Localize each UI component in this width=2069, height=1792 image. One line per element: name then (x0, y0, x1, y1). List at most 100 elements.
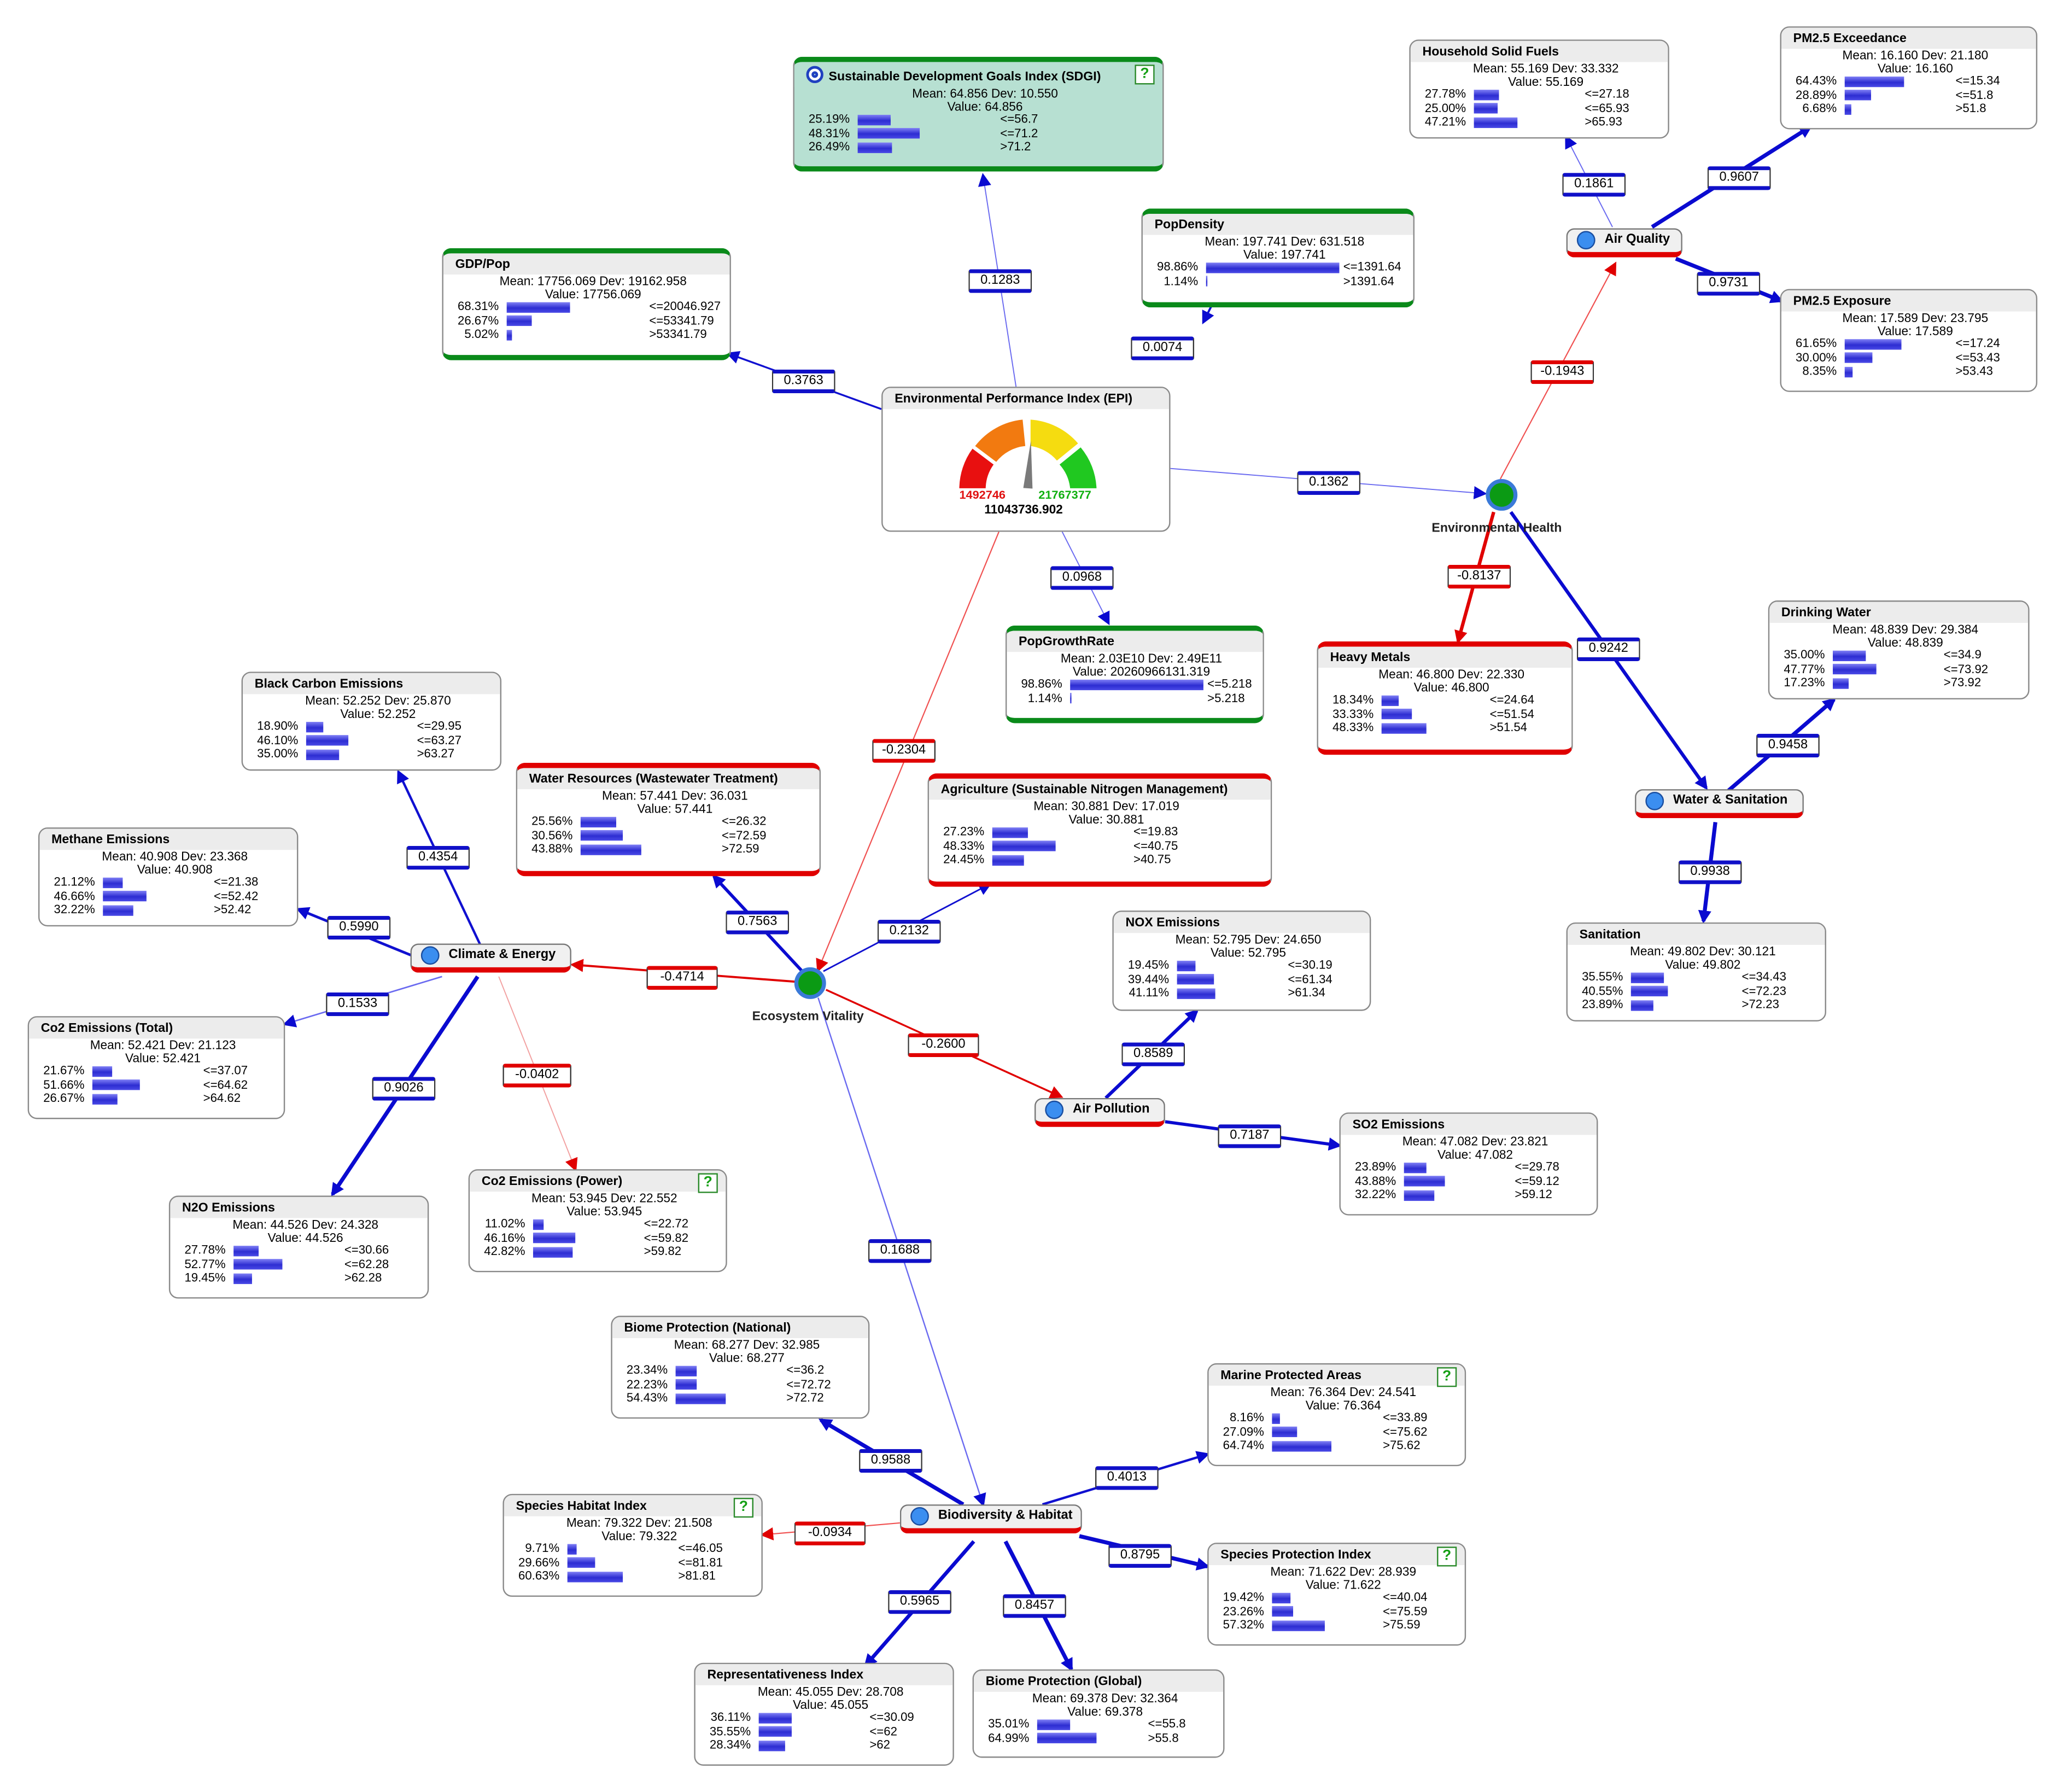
bin-row: 27.09%<=75.62 (1209, 1425, 1465, 1439)
hub-air-quality[interactable]: Air Quality (1566, 228, 1682, 258)
node-co2t[interactable]: Co2 Emissions (Total)Mean: 52.421 Dev: 2… (27, 1016, 285, 1119)
bin-bar (1272, 1412, 1280, 1424)
bin-row: 29.66%<=81.81 (504, 1556, 762, 1570)
bin-threshold: >75.62 (1383, 1439, 1421, 1452)
bin-percent: 35.00% (1784, 648, 1825, 662)
node-biomeg[interactable]: Biome Protection (Global)Mean: 69.378 De… (972, 1669, 1225, 1758)
bin-threshold: <=30.19 (1288, 958, 1332, 972)
hub-water-sanitation[interactable]: Water & Sanitation (1635, 789, 1804, 819)
bin-percent: 52.77% (184, 1257, 226, 1271)
hub-label: Climate & Energy (448, 947, 556, 962)
bin-row: 5.02%>53341.79 (443, 328, 730, 342)
gauge-current-value: 11043736.902 (984, 501, 1063, 516)
edge-weight-label: 0.9242 (1576, 637, 1640, 662)
node-title-text: Drinking Water (1781, 605, 1871, 621)
bin-threshold: >72.59 (722, 842, 759, 856)
node-value: Value: 64.856 (947, 98, 1023, 113)
node-title: Species Protection Index? (1208, 1544, 1465, 1567)
bin-row: 48.33%<=40.75 (929, 839, 1271, 853)
node-value: Value: 48.839 (1867, 634, 1943, 649)
bin-percent: 42.82% (484, 1245, 525, 1258)
node-shi[interactable]: Species Habitat Index?Mean: 79.322 Dev: … (502, 1493, 763, 1597)
bin-threshold: >59.82 (644, 1245, 682, 1258)
node-spi[interactable]: Species Protection Index?Mean: 71.622 De… (1207, 1543, 1466, 1646)
edge-weight-label: 0.9458 (1756, 733, 1820, 758)
bin-threshold: >59.12 (1515, 1188, 1552, 1201)
help-icon[interactable]: ? (1135, 65, 1155, 85)
edge-weight-label: 0.1533 (326, 992, 389, 1017)
environmental-health-circle[interactable] (1486, 479, 1518, 511)
edge-weight-label: -0.0402 (502, 1064, 571, 1088)
bin-row: 43.88%<=59.12 (1341, 1174, 1597, 1188)
node-title: Species Habitat Index? (504, 1495, 762, 1518)
node-value: Value: 20260966131.319 (1072, 663, 1211, 678)
bin-bar (506, 301, 570, 313)
node-value: Value: 40.908 (137, 861, 213, 876)
bin-percent: 39.44% (1127, 972, 1170, 986)
bin-row: 28.34%>62 (695, 1738, 953, 1753)
bin-bar (1833, 664, 1877, 675)
edge-weight-label: 0.5990 (327, 915, 391, 940)
node-title-text: Co2 Emissions (Total) (40, 1021, 173, 1036)
bin-row: 18.90%<=29.95 (243, 720, 500, 734)
bin-percent: 48.33% (1332, 721, 1374, 734)
node-stats: Mean: 49.802 Dev: 30.121 (1629, 943, 1776, 959)
node-agri[interactable]: Agriculture (Sustainable Nitrogen Manage… (927, 773, 1272, 887)
bin-threshold: <=53.43 (1955, 351, 2000, 364)
node-water[interactable]: Water Resources (Wastewater Treatment)Me… (516, 762, 821, 877)
edge-weight-label: -0.2600 (908, 1033, 979, 1058)
node-title-text: Species Habitat Index (516, 1499, 647, 1514)
bin-bar (1630, 972, 1664, 983)
bin-bar (92, 1094, 117, 1105)
bin-threshold: <=46.05 (678, 1542, 723, 1555)
hub-biodiversity-habitat[interactable]: Biodiversity & Habitat (899, 1504, 1082, 1534)
node-sdgi[interactable]: Sustainable Development Goals Index (SDG… (793, 56, 1164, 172)
hub-air-pollution[interactable]: Air Pollution (1034, 1098, 1165, 1127)
help-icon[interactable]: ? (1437, 1367, 1457, 1387)
bin-percent: 8.16% (1230, 1411, 1264, 1425)
bin-threshold: >52.42 (213, 903, 252, 917)
node-biomen[interactable]: Biome Protection (National)Mean: 68.277 … (611, 1316, 870, 1419)
help-icon[interactable]: ? (698, 1173, 718, 1193)
bin-percent: 25.19% (808, 112, 850, 126)
bin-threshold: >62.28 (344, 1271, 382, 1285)
bin-row: 64.43%<=15.34 (1781, 74, 2036, 89)
bin-bar (857, 142, 892, 153)
bin-row: 27.78%<=27.18 (1411, 87, 1668, 102)
bin-threshold: <=27.18 (1585, 87, 1629, 101)
bin-threshold: <=29.95 (417, 719, 462, 733)
bin-threshold: <=56.7 (1000, 112, 1038, 126)
node-title: PopDensity (1142, 213, 1413, 235)
hub-climate-energy[interactable]: Climate & Energy (410, 943, 571, 973)
epi-node[interactable]: Environmental Performance Index (EPI) 14… (881, 387, 1171, 532)
bin-percent: 51.66% (43, 1078, 85, 1091)
bin-bar (1206, 262, 1340, 273)
edge-weight-label: -0.2304 (872, 739, 936, 763)
node-title: GDP/Pop (443, 253, 730, 275)
help-icon[interactable]: ? (1437, 1546, 1457, 1567)
node-marine[interactable]: Marine Protected Areas?Mean: 76.364 Dev:… (1207, 1363, 1466, 1467)
ecosystem-vitality-circle[interactable] (794, 967, 826, 999)
help-icon[interactable]: ? (733, 1498, 753, 1518)
bin-row: 36.11%<=30.09 (695, 1711, 953, 1725)
node-value: Value: 57.441 (637, 800, 713, 815)
bin-bar (1070, 693, 1072, 704)
node-co2p[interactable]: Co2 Emissions (Power)?Mean: 53.945 Dev: … (468, 1169, 727, 1273)
bin-bar (533, 1233, 576, 1244)
bin-percent: 23.34% (626, 1363, 668, 1377)
